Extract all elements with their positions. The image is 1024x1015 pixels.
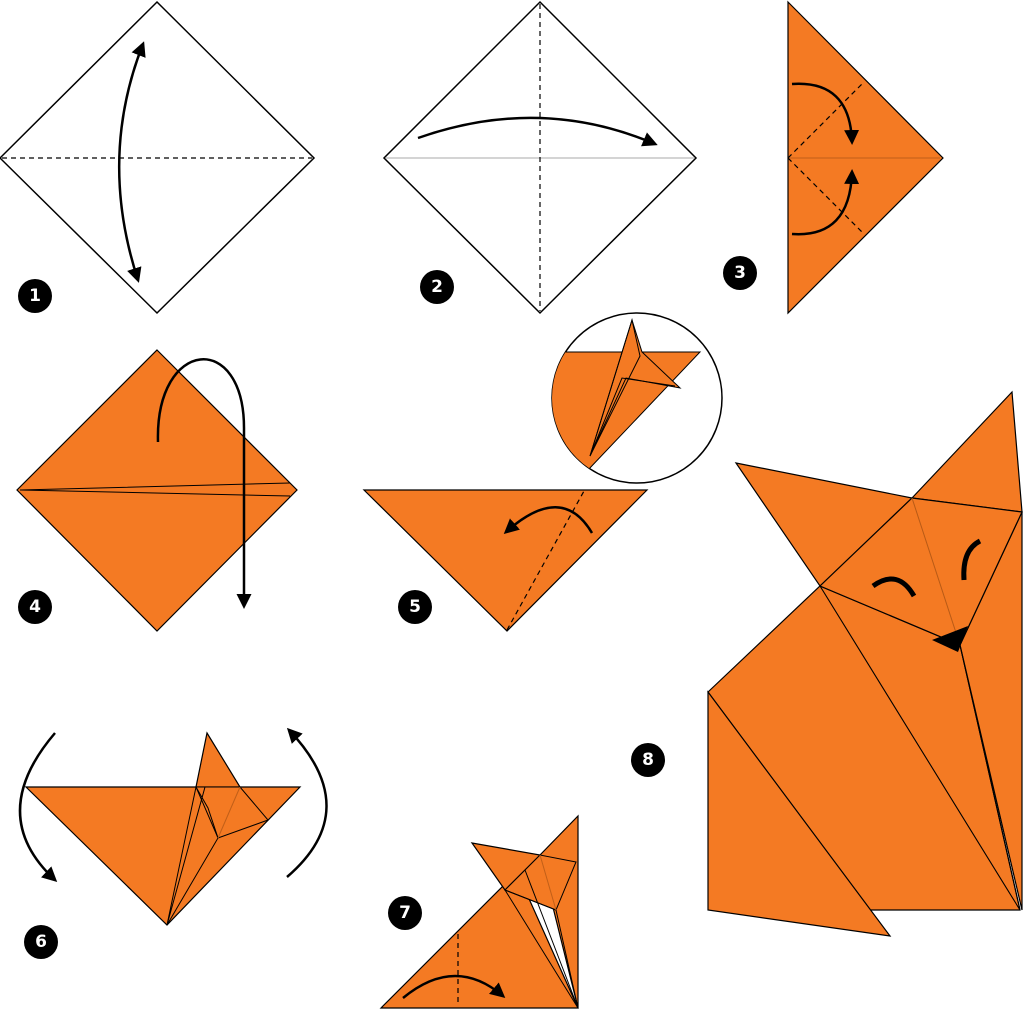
step-3-figure [787, 0, 944, 315]
step-badge-1: 1 [18, 279, 52, 313]
step-badge-7: 7 [388, 896, 422, 930]
fox-tail [707, 690, 892, 937]
step-7-inner-lines [503, 869, 579, 1009]
fox-nose [932, 626, 968, 652]
step-badge-5: 5 [398, 590, 432, 624]
step-2-fold-arrow [417, 116, 658, 147]
step-8-figure [707, 390, 1023, 937]
step-badge-4: 4 [18, 590, 52, 624]
step-4-turn-arrow [156, 358, 252, 609]
step-7-figure [379, 814, 579, 1009]
fox-eye-right [961, 538, 982, 581]
step-4-flap-lines [19, 482, 291, 497]
step-badge-8: 8 [631, 743, 665, 777]
step-6-inner-lines [166, 785, 219, 926]
step-6-turn-arrow-left [18, 732, 58, 883]
step-2-figure [382, 0, 698, 315]
step-1-fold-arrow [118, 41, 146, 283]
step-5-zoom-detail [551, 312, 723, 484]
step-7-crease [539, 854, 557, 911]
step-6-crease [217, 786, 241, 839]
step-6-ear [195, 731, 242, 788]
step-badge-6: 6 [24, 925, 58, 959]
step-number: 5 [409, 597, 421, 617]
step-number: 7 [399, 903, 411, 923]
fox-ear-right [910, 390, 1023, 513]
step-badge-3: 3 [723, 256, 757, 290]
zoom-flap-lines [589, 318, 676, 457]
step-4-diamond [16, 349, 298, 632]
step-4-figure [16, 349, 298, 632]
step-6-body [24, 786, 302, 926]
step-number: 6 [35, 932, 47, 952]
step-number: 3 [734, 263, 746, 283]
fox-body-lines [819, 585, 1021, 911]
step-7-fold-arrow [402, 974, 506, 999]
step-5-fold-arrow [503, 506, 594, 534]
step-number: 1 [29, 286, 41, 306]
fox-face-crease [911, 497, 961, 646]
step-6-figure [18, 727, 328, 926]
step-3-fold-arrow-bottom [791, 169, 860, 236]
fox-eye-left [871, 576, 917, 598]
step-number: 4 [29, 597, 41, 617]
step-number: 2 [431, 277, 443, 297]
step-5-triangle [362, 489, 649, 632]
step-number: 8 [642, 750, 654, 770]
step-3-fold-arrow-top [791, 82, 860, 145]
step-1-figure [0, 0, 316, 315]
step-6-turn-arrow-right [286, 727, 328, 878]
step-badge-2: 2 [420, 270, 454, 304]
step-5-figure [362, 489, 649, 632]
step-7-body [379, 870, 579, 1009]
